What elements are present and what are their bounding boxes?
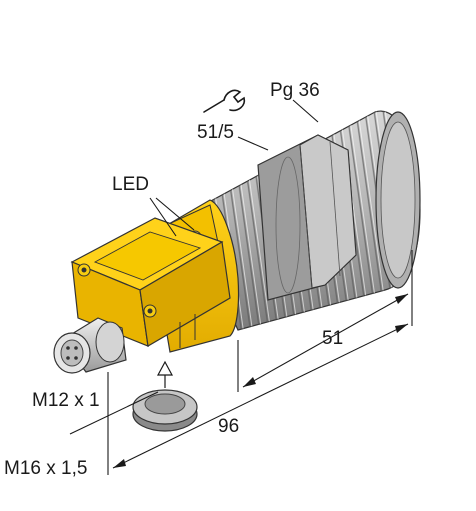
connector-box — [70, 217, 231, 348]
dim-total-label: 96 — [218, 416, 239, 437]
dim-length-label: 51 — [322, 328, 343, 349]
dim-96-line — [112, 323, 409, 469]
dimension-arrowheads — [113, 294, 408, 468]
arrowhead — [113, 459, 126, 468]
dim-51-line — [242, 293, 409, 388]
led-leader-1 — [149, 197, 177, 237]
led-label: LED — [112, 174, 149, 195]
cap-leader — [69, 391, 159, 435]
led-leader-2 — [155, 197, 195, 231]
cap-thread-label: M16 x 1,5 — [4, 458, 87, 479]
wrench-leader — [237, 136, 269, 151]
thread-leader — [292, 99, 319, 123]
m12-connector — [53, 317, 127, 374]
wrench-size-label: 51/5 — [197, 122, 234, 143]
arrowhead — [243, 377, 256, 387]
arrowhead — [395, 294, 408, 304]
screw-icon — [77, 263, 157, 318]
thread-size-label: Pg 36 — [270, 80, 320, 101]
protective-cap — [132, 389, 198, 432]
dimension-lines — [69, 250, 413, 475]
leader-lines — [149, 99, 319, 237]
lock-nut — [257, 134, 357, 301]
mount-arrow — [156, 360, 174, 388]
wrench-icon — [203, 89, 246, 113]
arrowhead — [395, 324, 408, 333]
connector-label: M12 x 1 — [32, 390, 100, 411]
